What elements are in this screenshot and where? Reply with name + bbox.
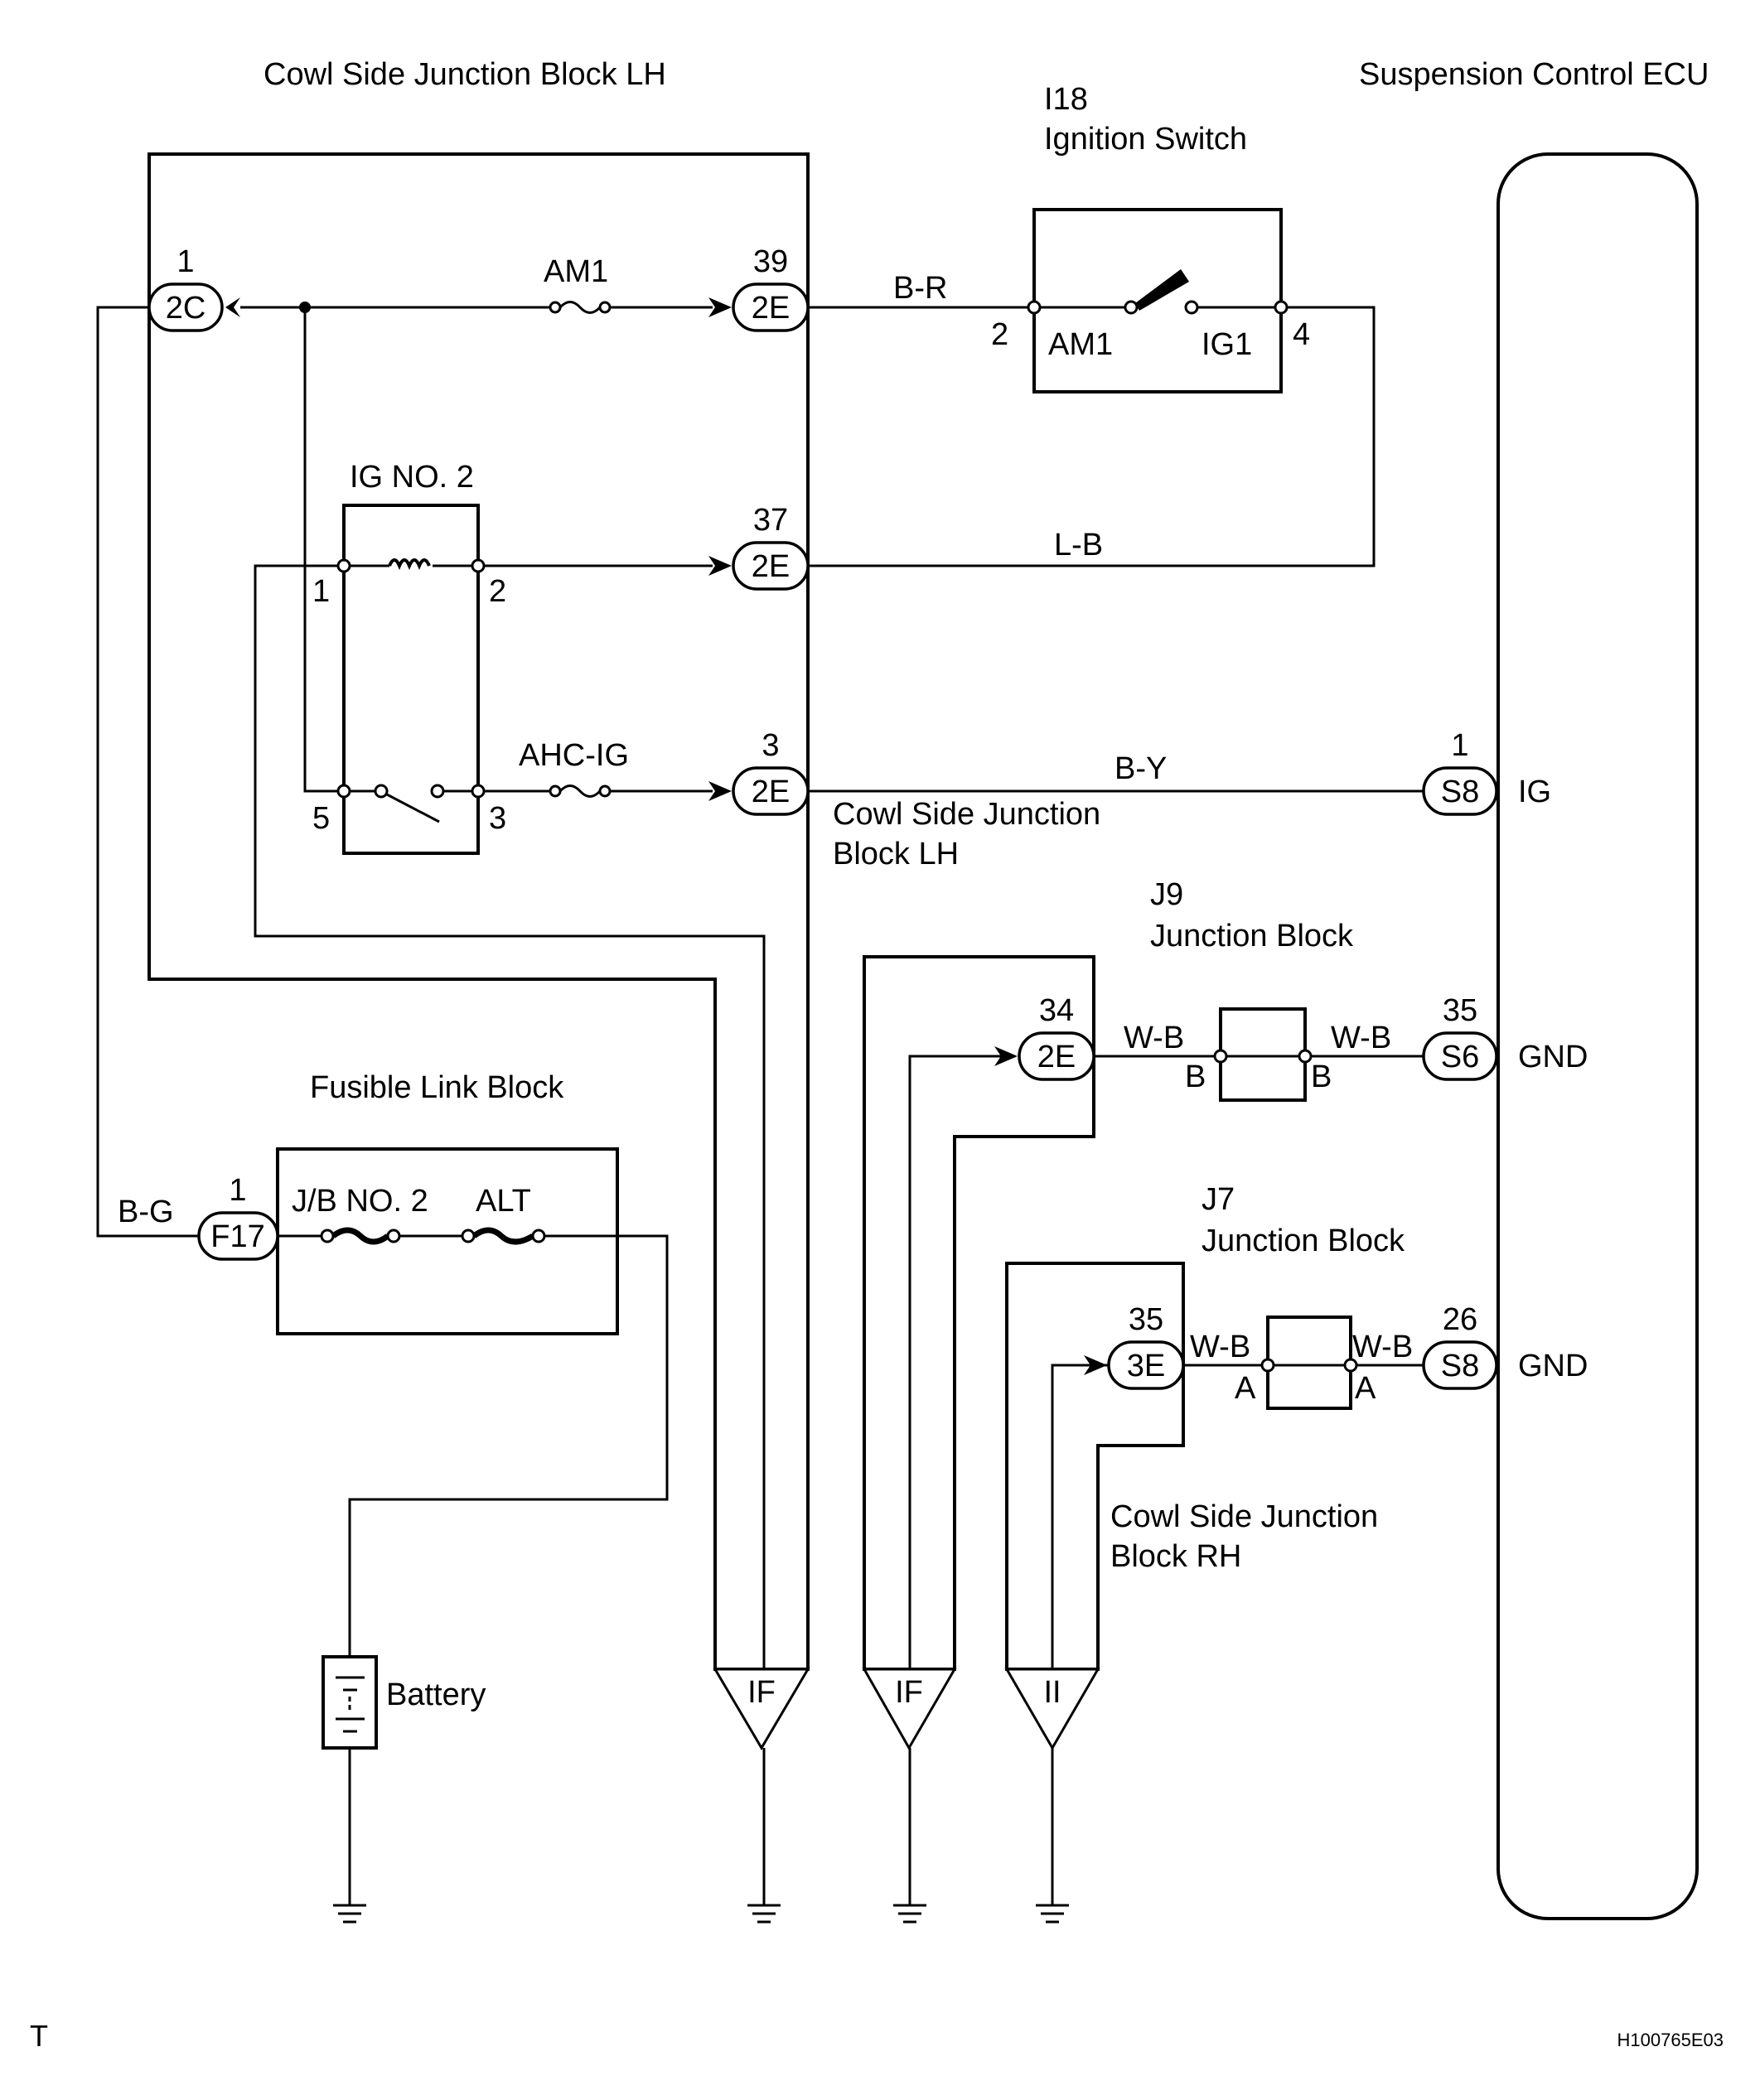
wire-b-r: B-R (893, 271, 947, 306)
connector-3e-35-pin: 35 (1129, 1302, 1163, 1337)
connector-s8-gnd-pin: 26 (1443, 1302, 1477, 1337)
ground-ii (1004, 1668, 1100, 1905)
fusible-link-alt (461, 1227, 546, 1245)
wire-b-y: B-Y (1115, 751, 1167, 786)
connector-s8-ig-pin: 1 (1451, 728, 1468, 763)
ignition-switch-box (1032, 208, 1283, 393)
fuse-ahc-ig-label: AHC-IG (519, 738, 629, 773)
fuse-ahc-ig (549, 784, 612, 798)
connector-2e-3-id: 2E (752, 775, 790, 809)
ign-pin-4: 4 (1293, 317, 1310, 352)
fusible-title: Fusible Link Block (310, 1070, 564, 1105)
ground-if-2 (862, 1668, 957, 1905)
relay-label: IG NO. 2 (350, 460, 474, 495)
connector-s8-gnd: S8 26 (1422, 1302, 1498, 1390)
ground-ii-label: II (1043, 1675, 1061, 1710)
connector-2e-34-id: 2E (1037, 1040, 1076, 1074)
connector-2e-37-id: 2E (752, 549, 790, 584)
j9-junction-box (1219, 1007, 1307, 1102)
wire-w-b-1: W-B (1124, 1021, 1184, 1055)
connector-2e-39-pin: 39 (753, 244, 788, 279)
connector-2e-3-pin: 3 (762, 728, 779, 763)
j7-junction-box (1266, 1316, 1352, 1410)
connector-f17-id: F17 (210, 1219, 264, 1254)
connector-f17-pin: 1 (229, 1173, 246, 1208)
wire-w-b-2: W-B (1331, 1021, 1391, 1055)
connector-3e-35: 3E 35 (1084, 1302, 1185, 1390)
j7-code: J7 (1202, 1182, 1235, 1217)
j7-name: Junction Block (1202, 1224, 1405, 1258)
cowl-lh-label-2-line2: Block LH (833, 837, 959, 871)
relay-internals (336, 558, 486, 823)
ignition-code: I18 (1044, 82, 1088, 117)
splice-dot (299, 302, 311, 313)
ign-terminal-am1: AM1 (1048, 327, 1113, 362)
ecu-box (1496, 152, 1699, 1920)
cowl-rh-label-line1: Cowl Side Junction (1110, 1499, 1378, 1534)
wire-l-b: L-B (1054, 528, 1103, 562)
cowl-lh-label-2-line1: Cowl Side Junction (833, 797, 1100, 832)
connector-2e-34-pin: 34 (1039, 993, 1074, 1028)
j9-pin-right: B (1311, 1060, 1332, 1094)
connector-s6-pin: 35 (1443, 993, 1477, 1028)
j7-contacts (1260, 1358, 1358, 1373)
j9-code: J9 (1150, 877, 1183, 912)
connector-2c-pin: 1 (176, 244, 194, 279)
connector-2e-3: 2E 3 (708, 728, 810, 816)
ign-terminal-ig1: IG1 (1202, 327, 1252, 362)
footer-right: H100765E03 (1617, 2030, 1724, 2050)
connector-2c-id: 2C (166, 291, 206, 326)
connector-2c: 2C 1 (147, 244, 240, 332)
ground-if-1-label: IF (747, 1675, 776, 1710)
j7-pin-right: A (1355, 1371, 1376, 1406)
connector-2e-39-id: 2E (752, 291, 790, 326)
ig-no2-relay-box (342, 504, 480, 855)
ignition-switch-contacts (1027, 269, 1289, 315)
wire-b-g: B-G (118, 1195, 174, 1229)
fusible-alt-label: ALT (476, 1184, 531, 1219)
ground-if-1 (713, 1668, 810, 1905)
connector-2e-34: 2E 34 (994, 993, 1095, 1081)
fuse-am1 (549, 301, 612, 314)
connector-s8-gnd-id: S8 (1441, 1349, 1479, 1383)
cowl-lh-block-outline (147, 152, 810, 1671)
connector-f17: F17 1 (197, 1173, 279, 1261)
connector-2e-39: 2E 39 (708, 244, 810, 332)
connector-s8-ig-id: S8 (1441, 775, 1479, 809)
j9-name: Junction Block (1150, 919, 1354, 953)
connector-s6-id: S6 (1441, 1040, 1479, 1074)
j9-pin-left: B (1185, 1060, 1206, 1094)
wire-w-b-3: W-B (1190, 1330, 1250, 1364)
fusible-link-jb2 (320, 1227, 401, 1245)
relay-pin-3: 3 (489, 801, 506, 836)
relay-pin-2: 2 (489, 574, 506, 609)
ecu-title: Suspension Control ECU (1359, 57, 1709, 92)
cowl-lh-title: Cowl Side Junction Block LH (264, 57, 666, 92)
battery-label: Battery (386, 1678, 486, 1712)
connector-3e-35-id: 3E (1127, 1349, 1165, 1383)
ignition-name: Ignition Switch (1044, 122, 1247, 157)
j9-contacts (1213, 1049, 1313, 1064)
earth-symbols (333, 1904, 1069, 1924)
ecu-term-ig: IG (1518, 775, 1551, 809)
battery-symbol (322, 1655, 378, 1750)
cowl-rh-label-line2: Block RH (1110, 1539, 1241, 1574)
ign-pin-2: 2 (991, 317, 1008, 352)
connector-s6: S6 35 (1422, 993, 1498, 1081)
j7-pin-left: A (1235, 1371, 1256, 1406)
connector-2e-37: 2E 37 (708, 503, 810, 591)
footer-left: T (30, 2019, 48, 2053)
fuse-am1-label: AM1 (544, 254, 608, 289)
wire-w-b-4: W-B (1352, 1330, 1413, 1364)
connector-s8-ig: S8 1 (1422, 728, 1498, 816)
ecu-term-gnd-1: GND (1518, 1040, 1588, 1074)
ground-if-2-label: IF (895, 1675, 923, 1710)
ecu-term-gnd-2: GND (1518, 1349, 1588, 1383)
relay-pin-1: 1 (312, 574, 330, 609)
connector-2e-37-pin: 37 (753, 503, 788, 538)
relay-pin-5: 5 (312, 801, 330, 836)
fusible-jb2-label: J/B NO. 2 (292, 1184, 428, 1219)
